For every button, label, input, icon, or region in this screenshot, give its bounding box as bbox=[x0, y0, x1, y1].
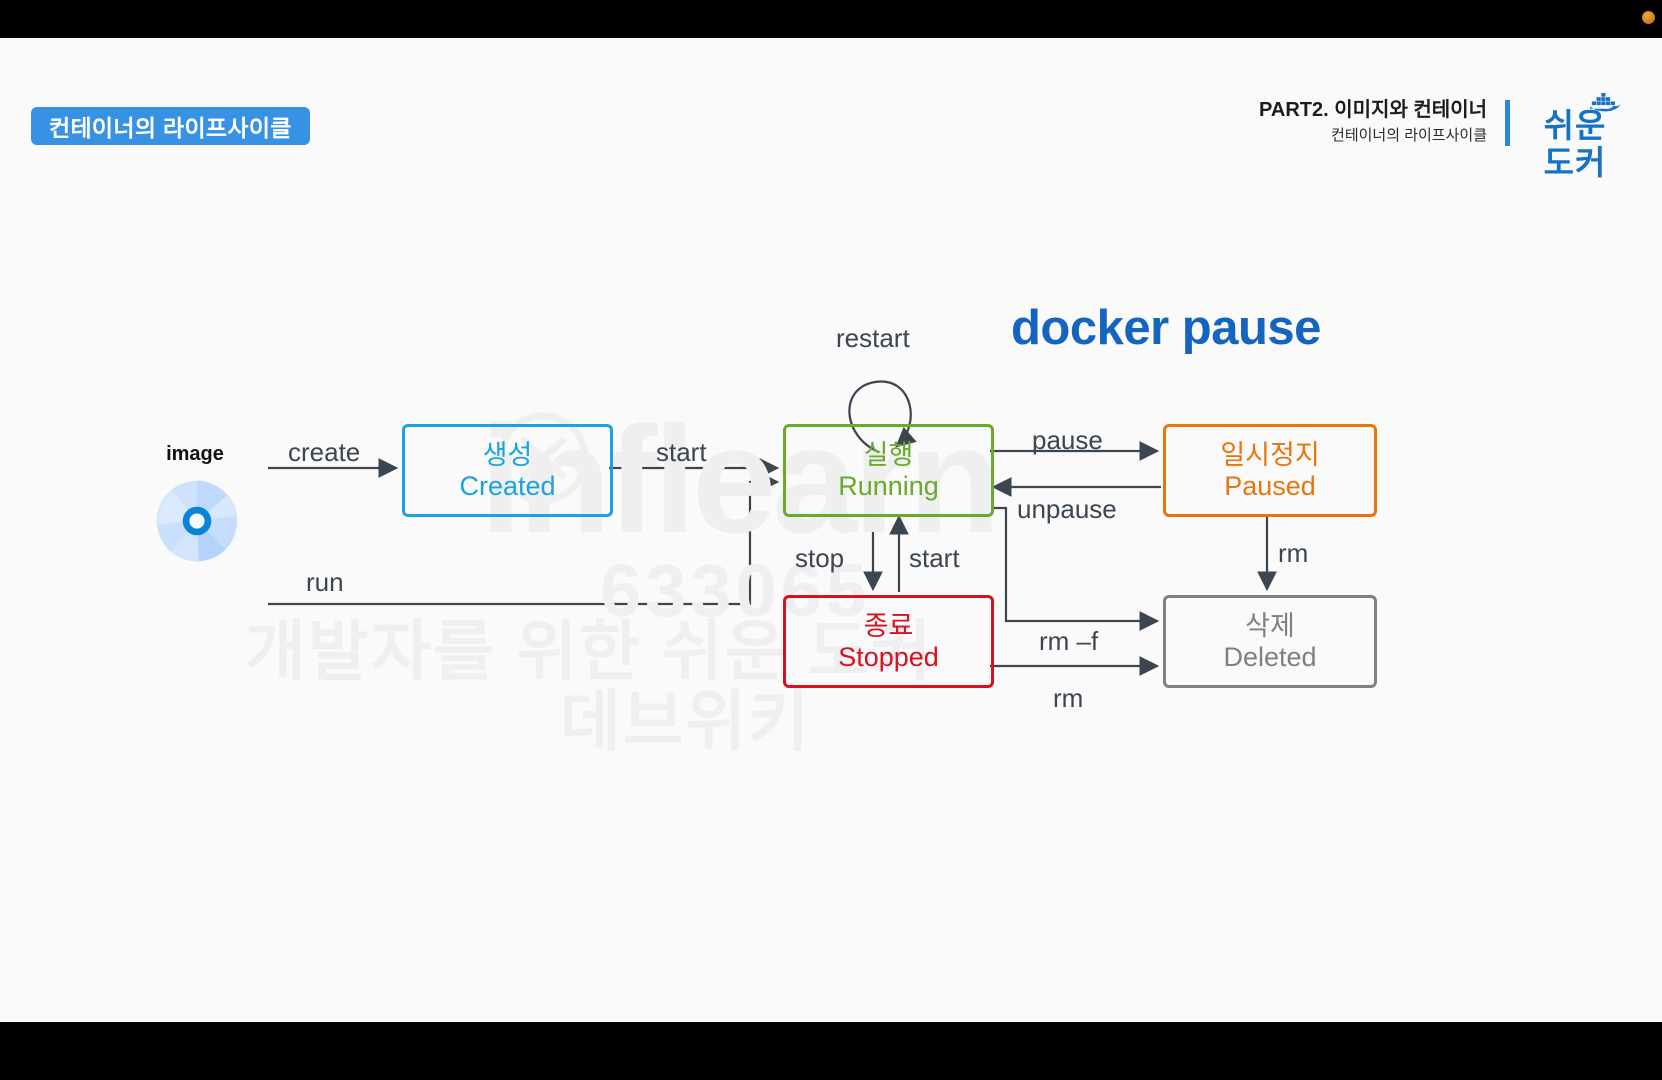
edge-label-stop: stop bbox=[795, 543, 845, 573]
state-node-created-en: Created bbox=[459, 470, 556, 501]
state-node-running-kr: 실행 bbox=[863, 440, 914, 471]
letterbox-bottom bbox=[0, 1022, 1662, 1080]
edge-label-start-stopped: start bbox=[909, 543, 960, 573]
slide-content: inflearn 633065 개발자를 위한 쉬운 도커 데브위키 컨테이너의… bbox=[0, 38, 1662, 1022]
diagram-edges bbox=[268, 380, 1277, 676]
edge-label-rm-force: rm –f bbox=[1039, 626, 1099, 656]
edge-label-restart: restart bbox=[836, 323, 910, 353]
edge-label-start-created: start bbox=[656, 437, 707, 467]
page-title: 컨테이너의 라이프사이클 bbox=[49, 115, 292, 141]
state-node-deleted-kr: 삭제 bbox=[1245, 611, 1295, 642]
edge-label-pause: pause bbox=[1032, 425, 1103, 455]
edge-label-run: run bbox=[306, 567, 344, 597]
header-right: PART2. 이미지와 컨테이너 컨테이너의 라이프사이클 bbox=[1259, 98, 1487, 145]
logo-line1: 쉬운 bbox=[1543, 107, 1607, 144]
docker-pause-callout: docker pause bbox=[1011, 301, 1321, 355]
recording-indicator-dot bbox=[1642, 11, 1655, 24]
state-node-created-kr: 생성 bbox=[482, 440, 533, 471]
edge-label-create: create bbox=[288, 437, 361, 467]
image-label: image bbox=[166, 443, 224, 465]
header-divider bbox=[1505, 100, 1510, 146]
state-node-paused-kr: 일시정지 bbox=[1220, 440, 1320, 471]
logo-line2: 도커 bbox=[1543, 144, 1607, 181]
state-node-running-en: Running bbox=[838, 470, 939, 501]
state-node-created[interactable]: 생성 Created bbox=[402, 424, 613, 517]
state-node-running[interactable]: 실행 Running bbox=[783, 424, 994, 517]
edge-label-unpause: unpause bbox=[1017, 494, 1117, 524]
state-node-deleted-en: Deleted bbox=[1223, 641, 1317, 672]
state-node-paused-en: Paused bbox=[1224, 470, 1316, 501]
header-part-title: PART2. 이미지와 컨테이너 bbox=[1259, 99, 1487, 121]
edge-label-rm-paused: rm bbox=[1278, 538, 1309, 568]
state-node-stopped-kr: 종료 bbox=[863, 611, 914, 642]
page-title-badge: 컨테이너의 라이프사이클 bbox=[31, 107, 310, 145]
state-node-stopped-en: Stopped bbox=[838, 641, 939, 672]
docker-whale-icon bbox=[1590, 93, 1621, 112]
letterbox-top bbox=[0, 0, 1662, 38]
header-part-subtitle: 컨테이너의 라이프사이클 bbox=[1331, 127, 1487, 144]
state-node-paused[interactable]: 일시정지 Paused bbox=[1163, 424, 1377, 517]
edge-label-rm-stopped: rm bbox=[1053, 683, 1084, 713]
disc-icon bbox=[156, 480, 238, 562]
state-node-stopped[interactable]: 종료 Stopped bbox=[783, 595, 994, 688]
course-logo: 쉬운 도커 bbox=[1516, 93, 1634, 183]
state-node-deleted[interactable]: 삭제 Deleted bbox=[1163, 595, 1377, 688]
